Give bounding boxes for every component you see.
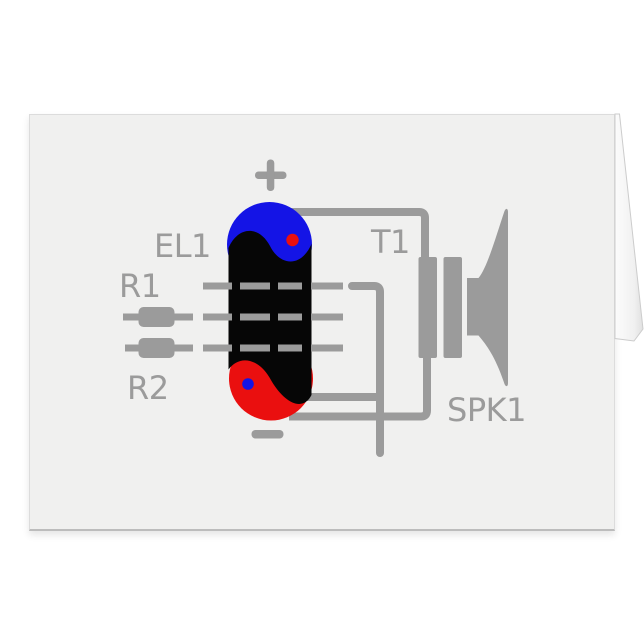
tube-red-dot: [286, 233, 299, 247]
vacuum-tube-graphic: [227, 202, 313, 421]
label-t1: T1: [371, 223, 410, 261]
transformer-symbol: [418, 257, 462, 358]
tube-blue-dot: [242, 378, 254, 390]
label-r2: R2: [127, 369, 169, 407]
label-spk1: SPK1: [447, 391, 526, 429]
card-back-fold: [614, 113, 644, 342]
greeting-card-front: [29, 114, 615, 531]
transformer-return-wire: [289, 358, 431, 421]
anode-wire: [290, 208, 429, 257]
resistor-r1-symbol: [123, 307, 193, 327]
speaker-symbol: [467, 208, 508, 387]
tube-grid-lines: [203, 282, 343, 352]
label-el1: EL1: [154, 227, 211, 265]
plus-terminal-symbol: [255, 159, 287, 191]
label-r1: R1: [119, 267, 161, 305]
grid-drop-wire: [348, 282, 384, 457]
resistor-r2-symbol: [125, 338, 193, 358]
minus-terminal-symbol: [251, 430, 284, 439]
